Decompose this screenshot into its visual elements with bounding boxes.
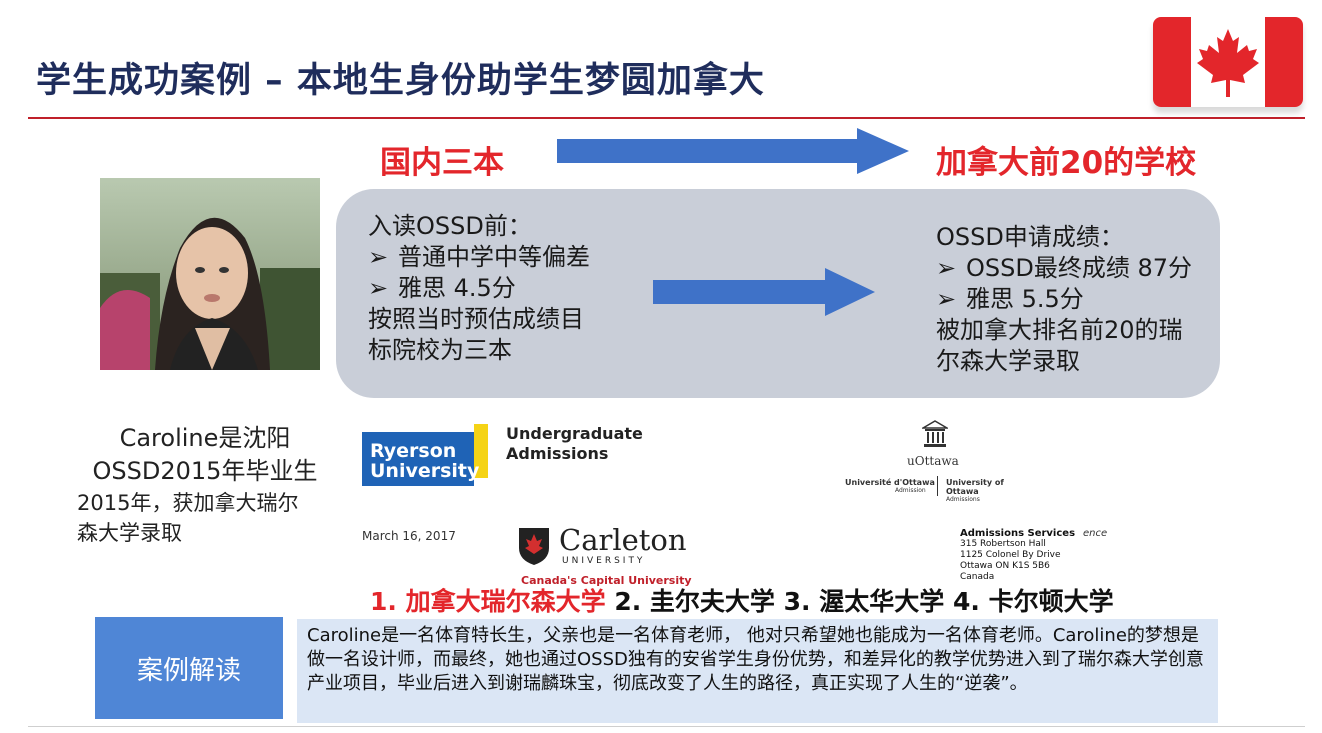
university-2: 2. 圭尔夫大学 <box>614 587 775 616</box>
student-photo <box>100 178 320 370</box>
right-arrow-icon <box>557 128 909 174</box>
case-text-box <box>297 619 1218 723</box>
letter-date: March 16, 2017 <box>362 529 456 543</box>
carleton-logo: Carleton UNIVERSITY Canada's Capital Uni… <box>517 524 692 588</box>
before-item: ➢普通中学中等偏差 <box>368 243 590 271</box>
building-icon <box>922 420 948 447</box>
after-note: 被加拿大排名前20的瑞 <box>936 316 1183 344</box>
bullet-arrow-icon: ➢ <box>368 274 389 302</box>
canada-flag-icon <box>1153 17 1303 107</box>
university-3: 3. 渥太华大学 <box>783 587 945 616</box>
right-arrow-icon <box>653 268 875 316</box>
bottom-divider <box>28 726 1305 727</box>
to-label: 加拿大前20的学校 <box>936 145 1197 181</box>
from-label: 国内三本 <box>380 145 504 181</box>
bullet-arrow-icon: ➢ <box>368 243 389 271</box>
university-4: 4. 卡尔顿大学 <box>952 587 1114 616</box>
before-heading: 入读OSSD前： <box>368 212 532 240</box>
case-analysis-label: 案例解读 <box>95 617 283 719</box>
before-ossd-block: 入读OSSD前： ➢普通中学中等偏差 ➢雅思 4.5分 按照当时预估成绩目 标院… <box>368 211 590 366</box>
ryerson-logo: Ryerson University Undergraduate Admissi… <box>362 424 643 486</box>
carleton-shield-icon <box>519 528 549 565</box>
address-fragment: ence <box>1083 528 1108 539</box>
bullet-arrow-icon: ➢ <box>936 254 957 282</box>
case-description: Caroline是一名体育特长生，父亲也是一名体育老师， 他对只希望她也能成为一… <box>307 625 1204 694</box>
bullet-arrow-icon: ➢ <box>936 285 957 313</box>
after-heading: OSSD申请成绩： <box>936 223 1124 251</box>
before-note: 标院校为三本 <box>368 336 512 364</box>
before-item: ➢雅思 4.5分 <box>368 274 516 302</box>
page-title: 学生成功案例 – 本地生身份助学生梦圆加拿大 <box>36 61 765 101</box>
after-ossd-block: OSSD申请成绩： ➢OSSD最终成绩 87分 ➢雅思 5.5分 被加拿大排名前… <box>936 222 1192 377</box>
before-note: 按照当时预估成绩目 <box>368 305 584 333</box>
uottawa-logo: uOttawa Université d'Ottawa Admission Un… <box>845 420 1030 503</box>
admissions-address: Admissions Services 315 Robertson Hall 1… <box>960 528 1076 582</box>
university-list: 1. 加拿大瑞尔森大学 2. 圭尔夫大学 3. 渥太华大学 4. 卡尔顿大学 <box>370 582 1114 618</box>
after-item: ➢雅思 5.5分 <box>936 285 1084 313</box>
title-divider <box>28 117 1305 119</box>
student-caption: Caroline是沈阳 OSSD2015年毕业生 2015年，获加拿大瑞尔 森大… <box>77 424 318 545</box>
university-1: 1. 加拿大瑞尔森大学 <box>370 587 606 616</box>
after-item: ➢OSSD最终成绩 87分 <box>936 254 1193 282</box>
after-note: 尔森大学录取 <box>936 347 1080 375</box>
